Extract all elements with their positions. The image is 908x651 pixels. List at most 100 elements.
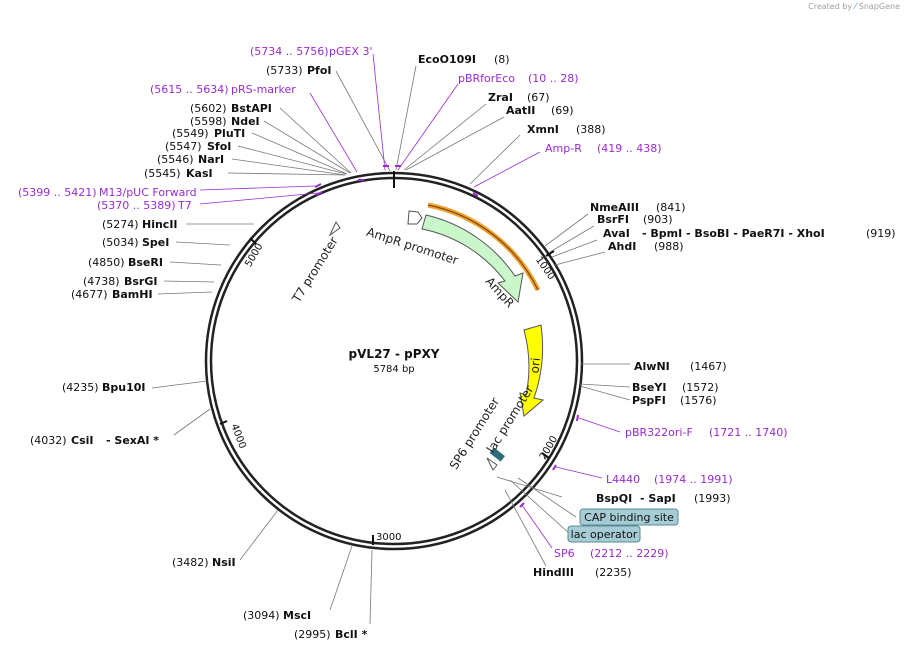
enzyme-pos: (5547)	[165, 140, 202, 153]
enzyme-aatii[interactable]: AatII (69)	[506, 104, 574, 117]
primer-pbr322ori-f[interactable]: pBR322ori-F (1721 .. 1740)	[625, 426, 788, 439]
primer-range: (5734 .. 5756)	[250, 45, 329, 58]
enzyme-pos: (1576)	[680, 394, 717, 407]
primer-pbrforeco[interactable]: pBRforEco (10 .. 28)	[458, 72, 579, 85]
enzyme-pos: (8)	[494, 53, 510, 66]
enzyme-pos: (5598)	[190, 115, 227, 128]
primer-sp6[interactable]: SP6 (2212 .. 2229)	[554, 547, 669, 560]
enzyme-ndei[interactable]: (5598) NdeI	[190, 115, 260, 128]
cap-binding-site-box[interactable]: CAP binding site	[579, 508, 679, 526]
primer-l4440[interactable]: L4440 (1974 .. 1991)	[606, 473, 733, 486]
primer-name: pBRforEco	[458, 72, 515, 85]
enzyme-bsrfi[interactable]: BsrFI (903)	[597, 213, 673, 226]
enzyme-bpu10i[interactable]: (4235) Bpu10I	[62, 381, 146, 394]
tick-label-2000: 2000	[538, 434, 560, 462]
enzyme-name: PluTI	[214, 127, 245, 140]
ori-label: ori	[528, 357, 543, 374]
feature-ampr[interactable]: AmpR	[421, 214, 524, 310]
plasmid-size: 5784 bp	[373, 364, 414, 375]
tick-label-3000: 3000	[376, 532, 401, 543]
enzyme-ahdi[interactable]: AhdI (988)	[608, 240, 684, 253]
enzyme-nari[interactable]: (5546) NarI	[157, 153, 224, 166]
enzyme-pfoi[interactable]: (5733) PfoI	[266, 64, 332, 77]
primer-name: L4440	[606, 473, 640, 486]
enzyme-name: EcoO109I	[418, 53, 476, 66]
enzyme-pluti[interactable]: (5549) PluTI	[172, 127, 245, 140]
enzyme-pos: (5274)	[102, 218, 139, 231]
primer-ticks	[314, 165, 579, 508]
enzyme-name: BstAPI	[231, 102, 272, 115]
enzyme-hincii[interactable]: (5274) HincII	[102, 218, 178, 231]
enzyme-bsrgi[interactable]: (4738) BsrGI	[83, 275, 157, 288]
enzyme-name: NmeAIII	[590, 201, 639, 214]
enzyme-pos: (5546)	[157, 153, 194, 166]
enzyme-pos: (5602)	[190, 102, 227, 115]
primer-prs-marker[interactable]: (5615 .. 5634) pRS-marker	[150, 83, 296, 96]
feature-t7-promoter[interactable]: T7 promoter	[289, 220, 341, 306]
enzyme-bseri[interactable]: (4850) BseRI	[88, 256, 163, 269]
enzyme-name: BseRI	[128, 256, 163, 269]
enzyme-nmeaiii[interactable]: NmeAIII (841)	[590, 201, 686, 214]
enzyme-pos: (903)	[643, 213, 673, 226]
enzyme-name: NsiI	[212, 556, 236, 569]
primer-name: M13/pUC Forward	[99, 186, 197, 199]
enzyme-pos: (4235)	[62, 381, 99, 394]
primer-range: (10 .. 28)	[528, 72, 579, 85]
enzyme-name: MscI	[283, 609, 311, 622]
enzyme-zrai[interactable]: ZraI (67)	[488, 91, 550, 104]
enzyme-pos: (919)	[866, 227, 896, 240]
enzyme-bcli[interactable]: (2995) BclI *	[294, 628, 368, 641]
feature-ori[interactable]: ori	[519, 324, 545, 417]
enzyme-hindiii[interactable]: HindIII (2235)	[533, 566, 632, 579]
enzyme-bspqi[interactable]: BspQI - SapI (1993)	[596, 492, 731, 505]
enzyme-pos: (4032)	[30, 434, 67, 447]
enzyme-name: AatII	[506, 104, 535, 117]
primer-pgex[interactable]: (5734 .. 5756) pGEX 3'	[250, 45, 373, 58]
primer-name: T7	[177, 199, 192, 212]
snapgene-logo-icon: ⁄	[854, 2, 857, 12]
primer-name: pRS-marker	[231, 83, 296, 96]
enzyme-kasi[interactable]: (5545) KasI	[144, 167, 213, 180]
primer-t7[interactable]: (5370 .. 5389) T7	[97, 199, 192, 212]
enzyme-spei[interactable]: (5034) SpeI	[102, 236, 169, 249]
enzyme-pos: (5549)	[172, 127, 209, 140]
enzyme-name: CsiI	[71, 434, 93, 447]
enzyme-name: BsrGI	[124, 275, 157, 288]
feature-lac-promoter[interactable]: lac promoter	[484, 383, 537, 462]
enzyme-nsii[interactable]: (3482) NsiI	[172, 556, 236, 569]
enzyme-bseyi[interactable]: BseYI (1572)	[632, 381, 719, 394]
enzyme-alwni[interactable]: AlwNI (1467)	[634, 360, 727, 373]
enzyme-bamhi[interactable]: (4677) BamHI	[71, 288, 153, 301]
enzyme-bstapi[interactable]: (5602) BstAPI	[190, 102, 272, 115]
enzyme-name: PspFI	[632, 394, 666, 407]
tick-3000: 3000	[372, 532, 401, 545]
enzyme-isoschizomers: - SexAI *	[106, 434, 159, 447]
ampr-orf-arc-line	[427, 204, 539, 291]
tick-2000: 2000	[538, 434, 560, 462]
enzyme-pspfi[interactable]: PspFI (1576)	[632, 394, 717, 407]
enzyme-name: BsrFI	[597, 213, 629, 226]
enzyme-msci[interactable]: (3094) MscI	[243, 609, 311, 622]
primer-range: (1721 .. 1740)	[709, 426, 788, 439]
enzyme-leader-lines	[151, 65, 631, 625]
enzyme-name: KasI	[186, 167, 213, 180]
enzyme-pos: (5733)	[266, 64, 303, 77]
lac-operator-box[interactable]: lac operator	[567, 525, 641, 543]
enzyme-avai[interactable]: AvaI - BpmI - BsoBI - PaeR7I - XhoI (919…	[603, 227, 896, 240]
primer-amp-r[interactable]: Amp-R (419 .. 438)	[545, 142, 662, 155]
enzyme-xmni[interactable]: XmnI (388)	[527, 123, 606, 136]
enzyme-isoschizomers: - SapI	[640, 492, 676, 505]
enzyme-pos: (3094)	[243, 609, 280, 622]
enzyme-ecoo109i[interactable]: EcoO109I (8)	[418, 53, 510, 66]
enzyme-csii[interactable]: (4032) CsiI - SexAI *	[30, 434, 159, 447]
enzyme-isoschizomers: - BpmI - BsoBI - PaeR7I - XhoI	[642, 227, 825, 240]
enzyme-name: Bpu10I	[102, 381, 146, 394]
feature-ampr-promoter[interactable]: AmpR promoter	[365, 210, 460, 268]
credit-brand: SnapGene	[858, 2, 900, 11]
enzyme-name: PfoI	[307, 64, 332, 77]
enzyme-sfoi[interactable]: (5547) SfoI	[165, 140, 231, 153]
primer-m13-puc-forward[interactable]: (5399 .. 5421) M13/pUC Forward	[18, 186, 197, 199]
primer-name: pGEX 3'	[329, 45, 373, 58]
primer-name: pBR322ori-F	[625, 426, 693, 439]
primer-leader-lines	[199, 53, 621, 549]
